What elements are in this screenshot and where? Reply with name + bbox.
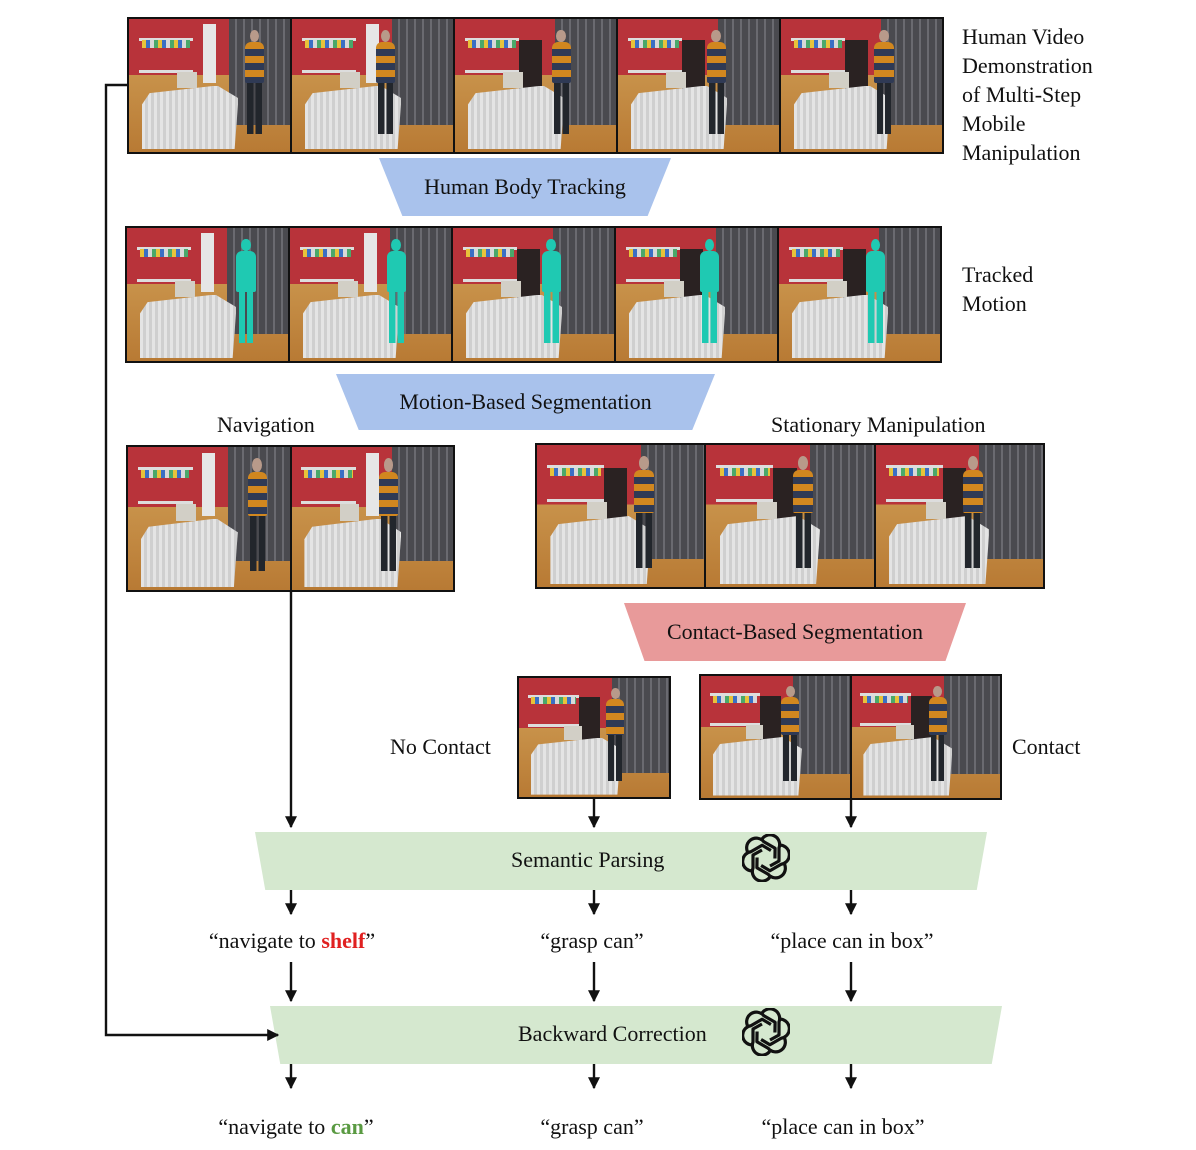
parsed-grasp-text: “grasp can” [540, 928, 644, 953]
no-contact-label: No Contact [390, 734, 491, 759]
navigation-frame [291, 447, 453, 590]
tracked-frame [616, 228, 779, 361]
row1-caption: Human Video Demonstration of Multi-Step … [962, 24, 1093, 165]
openai-logo-icon [742, 834, 790, 882]
corrected-grasp-text: “grasp can” [540, 1114, 644, 1139]
stationary-strip [535, 443, 1045, 589]
motion-segmentation-label: Motion-Based Segmentation [399, 389, 652, 414]
motion-segmentation-stage: Motion-Based Segmentation [336, 374, 715, 430]
tracked-frame [453, 228, 616, 361]
semantic-parsing-stage [255, 832, 987, 890]
semantic-parsing-label: Semantic Parsing [511, 847, 665, 872]
video-to-correction-arrow [104, 83, 280, 1041]
contact-label: Contact [1012, 734, 1081, 759]
video-frame [129, 19, 292, 152]
tracked-frame [779, 228, 940, 361]
contact-frame [851, 676, 1000, 798]
contact-frame [701, 676, 852, 798]
parsed-navigate-text: “navigate to shelf” [208, 928, 376, 953]
navigation-strip [126, 445, 455, 592]
wrong-object-text: shelf [321, 928, 366, 953]
corrected-object-text: can [330, 1114, 364, 1139]
backward-correction-label: Backward Correction [518, 1021, 707, 1046]
row2-caption: Tracked Motion [962, 262, 1034, 316]
contact-strip [699, 674, 1002, 800]
contact-segmentation-stage: Contact-Based Segmentation [624, 603, 966, 661]
corrected-place-text: “place can in box” [761, 1114, 925, 1139]
tracked-motion-strip [125, 226, 942, 363]
stationary-frame [706, 445, 876, 587]
tracked-frame [127, 228, 290, 361]
stationary-frame [875, 445, 1043, 587]
backward-correction-stage [270, 1006, 1002, 1064]
video-frame [618, 19, 781, 152]
human-video-strip [127, 17, 944, 154]
video-frame [455, 19, 618, 152]
navigation-label: Navigation [217, 412, 315, 437]
corrected-navigate-text: “navigate to can” [218, 1114, 374, 1139]
no-contact-frame [519, 678, 669, 797]
video-frame [781, 19, 942, 152]
tracked-frame [290, 228, 453, 361]
parsed-place-text: “place can in box” [770, 928, 934, 953]
navigation-frame [128, 447, 292, 590]
no-contact-strip [517, 676, 671, 799]
body-tracking-label: Human Body Tracking [424, 174, 626, 199]
body-tracking-stage: Human Body Tracking [379, 158, 671, 216]
openai-logo-icon [742, 1008, 790, 1056]
contact-segmentation-label: Contact-Based Segmentation [667, 619, 923, 644]
stationary-label: Stationary Manipulation [771, 412, 986, 437]
video-frame [292, 19, 455, 152]
stationary-frame [537, 445, 707, 587]
